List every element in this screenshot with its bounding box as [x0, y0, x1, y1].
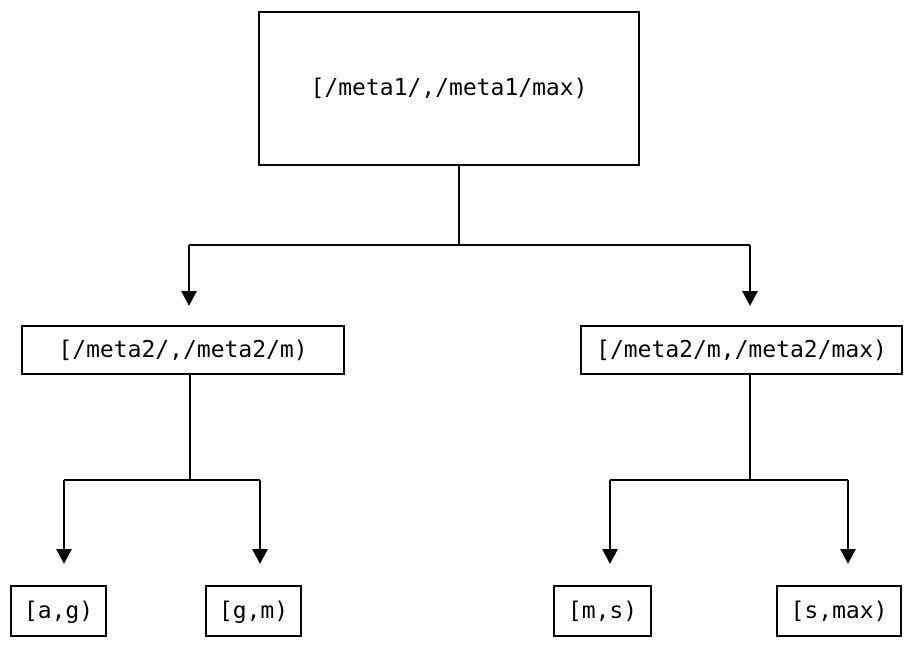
- tree-node-leaf-gm-label: [g,m): [218, 597, 289, 624]
- arrow-head-root-to-mid-right: [742, 291, 758, 306]
- tree-node-mid-right[interactable]: [/meta2/m,/meta2/max): [580, 325, 903, 375]
- arrow-head-root-to-mid-left: [181, 291, 197, 306]
- tree-node-leaf-gm[interactable]: [g,m): [205, 585, 302, 637]
- tree-node-leaf-ms-label: [m,s): [567, 597, 638, 624]
- tree-node-leaf-ms[interactable]: [m,s): [553, 585, 652, 637]
- tree-node-mid-left-label: [/meta2/,/meta2/m): [58, 336, 308, 363]
- arrow-head-mid-left-to-leaf-gm: [252, 549, 268, 564]
- tree-node-leaf-smax[interactable]: [s,max): [776, 585, 902, 637]
- tree-node-mid-left[interactable]: [/meta2/,/meta2/m): [21, 325, 345, 375]
- tree-node-leaf-smax-label: [s,max): [790, 597, 888, 624]
- tree-node-root-label: [/meta1/,/meta1/max): [310, 75, 588, 101]
- arrow-head-mid-left-to-leaf-ag: [56, 549, 72, 564]
- tree-node-root[interactable]: [/meta1/,/meta1/max): [258, 11, 640, 166]
- tree-node-leaf-ag[interactable]: [a,g): [10, 585, 107, 637]
- arrow-head-mid-right-to-leaf-ms: [602, 549, 618, 564]
- arrow-head-mid-right-to-leaf-smax: [840, 549, 856, 564]
- tree-node-mid-right-label: [/meta2/m,/meta2/max): [596, 336, 887, 363]
- tree-node-leaf-ag-label: [a,g): [23, 597, 94, 624]
